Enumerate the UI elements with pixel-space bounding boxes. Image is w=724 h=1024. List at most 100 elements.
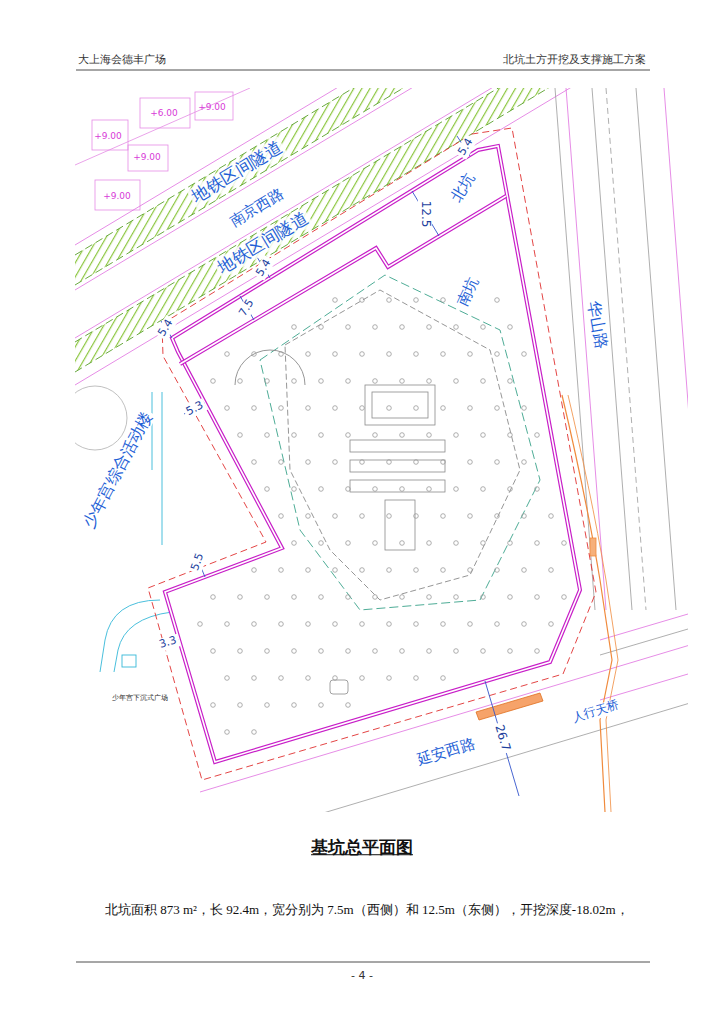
plaza-line	[152, 392, 153, 470]
column-dot	[522, 568, 527, 573]
column-dot	[481, 325, 486, 330]
column-dot	[373, 433, 378, 438]
pit-divider-gap	[180, 196, 506, 364]
road-line	[606, 88, 646, 610]
dimension-label: 5.3	[183, 398, 208, 419]
column-dot	[373, 379, 378, 384]
tunnel-edge	[75, 88, 688, 372]
road-line	[555, 88, 595, 610]
bridge-landing	[476, 693, 543, 720]
column-dot	[454, 433, 459, 438]
column-dot	[333, 568, 338, 573]
column-dot	[387, 676, 392, 681]
plaza-line	[162, 392, 163, 545]
column-dot	[562, 541, 567, 546]
column-dot	[333, 676, 338, 681]
header-text: 大上海会德丰广场	[78, 54, 166, 67]
elevation-label: +9.00	[94, 131, 122, 141]
column-dot	[508, 541, 513, 546]
column-dot	[211, 595, 216, 600]
column-dot	[279, 676, 284, 681]
column-dot	[306, 676, 311, 681]
column-dot	[495, 568, 500, 573]
dimension-label: 5.4	[155, 316, 177, 341]
column-dot	[387, 568, 392, 573]
column-dot	[360, 676, 365, 681]
column-dot	[279, 460, 284, 465]
column-dot	[495, 406, 500, 411]
column-dot	[319, 325, 324, 330]
column-dot	[373, 487, 378, 492]
column-dot	[333, 406, 338, 411]
column-dot	[414, 514, 419, 519]
plaza-line	[100, 600, 160, 672]
column-dot	[319, 541, 324, 546]
core-wall	[385, 500, 415, 550]
column-dot	[508, 433, 513, 438]
column-dot	[495, 352, 500, 357]
column-dot	[265, 433, 270, 438]
building-outline	[128, 145, 168, 171]
column-dot	[427, 487, 432, 492]
column-dot	[346, 703, 351, 708]
column-dot	[454, 649, 459, 654]
core-wall	[350, 460, 445, 472]
column-dot	[400, 433, 405, 438]
column-dot	[292, 649, 297, 654]
column-dot	[387, 352, 392, 357]
column-dot	[252, 406, 257, 411]
column-dot	[414, 568, 419, 573]
column-dot	[468, 568, 473, 573]
building-outline	[195, 92, 233, 120]
column-dot	[387, 514, 392, 519]
road-line	[664, 88, 688, 560]
road-label: 华山路	[583, 298, 610, 352]
column-dot	[238, 433, 243, 438]
dimension-lines	[161, 136, 519, 796]
column-dot	[333, 622, 338, 627]
tower-outline	[285, 290, 520, 600]
column-dot	[346, 649, 351, 654]
column-dot	[508, 325, 513, 330]
column-dot	[265, 487, 270, 492]
column-dot	[535, 541, 540, 546]
column-dot	[508, 649, 513, 654]
building-outline	[140, 98, 190, 128]
column-dot	[292, 595, 297, 600]
column-dot	[252, 676, 257, 681]
column-dot	[535, 487, 540, 492]
column-dot	[387, 406, 392, 411]
column-dot	[252, 568, 257, 573]
column-dot	[562, 595, 567, 600]
column-dot	[414, 460, 419, 465]
column-dot	[427, 433, 432, 438]
column-dot	[238, 595, 243, 600]
column-dot	[414, 622, 419, 627]
column-dot	[373, 649, 378, 654]
column-dot	[319, 487, 324, 492]
column-dot	[441, 676, 446, 681]
tunnel-edge	[75, 88, 688, 255]
column-dot	[319, 649, 324, 654]
column-dot	[427, 595, 432, 600]
body-text: 北坑面积 873 m²，长 92.4m，宽分别为 7.5m（西侧）和 12.5m…	[105, 903, 629, 918]
column-dot	[508, 595, 513, 600]
column-dot	[522, 460, 527, 465]
column-dot	[292, 703, 297, 708]
column-dot	[360, 622, 365, 627]
column-dot	[333, 298, 338, 303]
core-wall	[372, 392, 428, 418]
column-dot	[292, 433, 297, 438]
plaza-label: 少年宫下沉式广场	[112, 694, 168, 702]
site-boundary	[148, 128, 596, 780]
column-dot	[481, 649, 486, 654]
column-dot	[279, 568, 284, 573]
column-dot	[319, 433, 324, 438]
plaza-line	[122, 655, 136, 667]
column-dot	[414, 406, 419, 411]
column-dot	[306, 406, 311, 411]
column-dot	[468, 514, 473, 519]
column-dot	[346, 433, 351, 438]
